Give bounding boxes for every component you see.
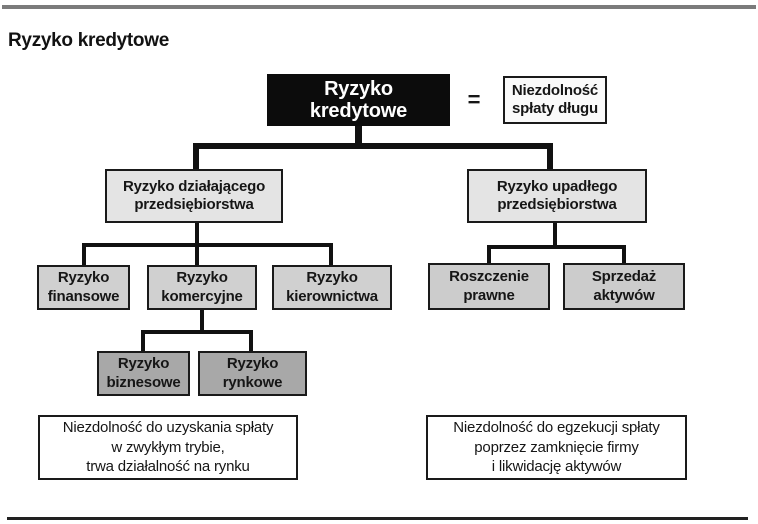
connector-root-vertical [355, 126, 362, 146]
connector-left-branch-drop [193, 143, 199, 171]
top-rule [2, 5, 756, 9]
connector-main-horizontal [193, 143, 553, 149]
definition-node-inability-to-repay: Niezdolność spłaty długu [503, 76, 607, 124]
commercial-risk-node: Ryzyko komercyjne [147, 265, 257, 310]
asset-sale-node: Sprzedaż aktywów [563, 263, 685, 310]
bankrupt-branch-note: Niezdolność do egzekucji spłaty poprzez … [426, 415, 687, 480]
connector-asset-sale-drop [622, 245, 626, 265]
legal-claim-node: Roszczenie prawne [428, 263, 550, 310]
business-risk-node: Ryzyko biznesowe [97, 351, 190, 396]
connector-legal-claim-drop [487, 245, 491, 265]
connector-market-drop [249, 330, 253, 353]
connector-commercial-horizontal [141, 330, 253, 334]
market-risk-node: Ryzyko rynkowe [198, 351, 307, 396]
connector-bankrupt-vertical [553, 223, 557, 247]
root-node-credit-risk: Ryzyko kredytowe [267, 74, 450, 126]
connector-operating-horizontal [82, 243, 333, 247]
connector-commercial-vertical [200, 310, 204, 332]
equals-sign: = [467, 87, 481, 112]
connector-financial-drop [82, 243, 86, 267]
financial-risk-node: Ryzyko finansowe [37, 265, 130, 310]
bankrupt-company-risk-node: Ryzyko upadłego przedsiębiorstwa [467, 169, 647, 223]
management-risk-node: Ryzyko kierownictwa [272, 265, 392, 310]
connector-bankrupt-horizontal [487, 245, 626, 249]
connector-right-branch-drop [547, 143, 553, 171]
operating-branch-note: Niezdolność do uzyskania spłaty w zwykły… [38, 415, 298, 480]
bottom-rule [7, 517, 748, 520]
connector-business-drop [141, 330, 145, 353]
connector-management-drop [329, 243, 333, 267]
page-heading: Ryzyko kredytowe [8, 30, 169, 51]
operating-company-risk-node: Ryzyko działającego przedsiębiorstwa [105, 169, 283, 223]
